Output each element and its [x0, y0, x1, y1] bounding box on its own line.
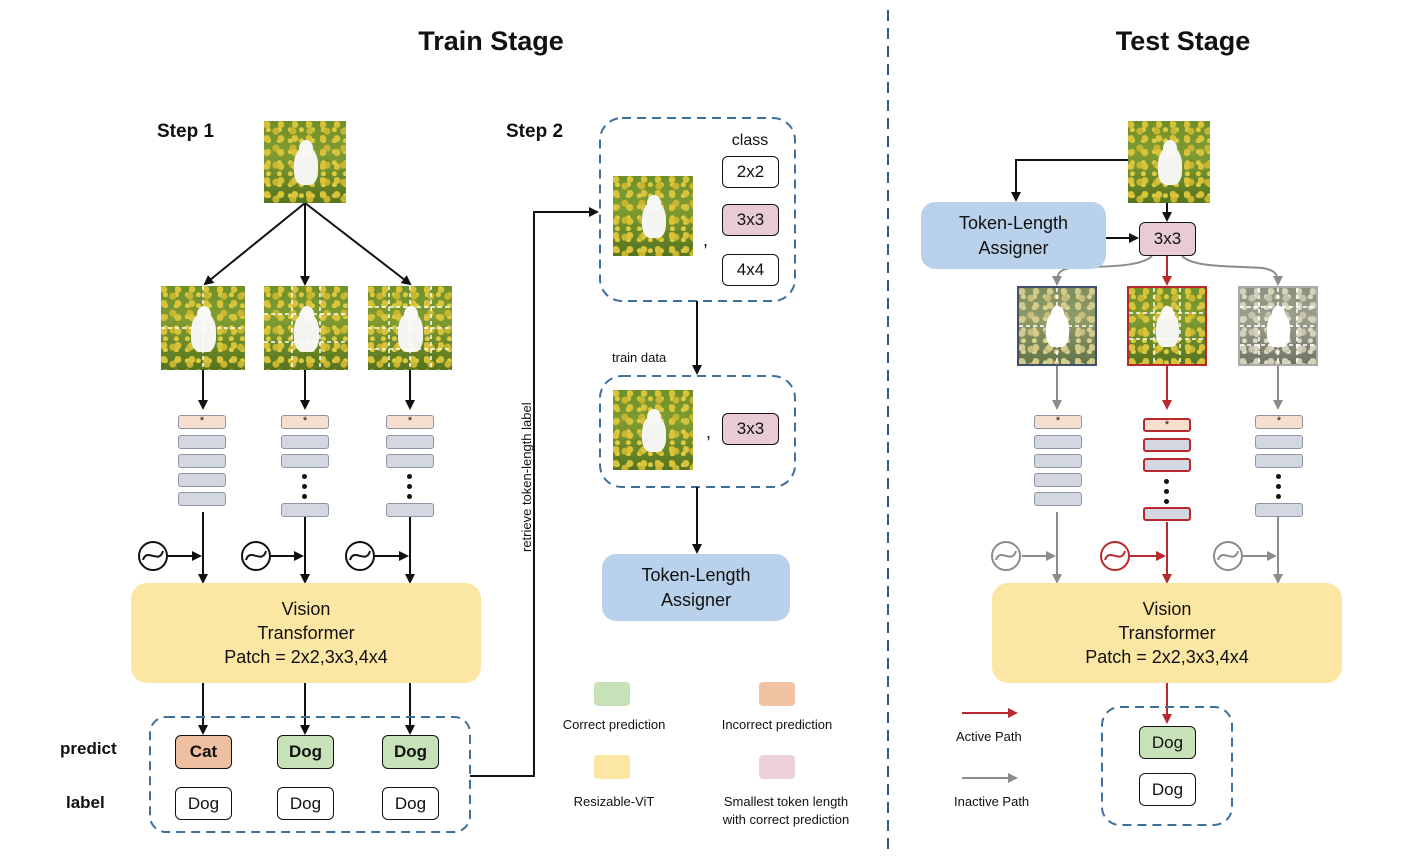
legend-correct: Correct prediction: [562, 717, 666, 732]
class-box: 2x2: [722, 156, 779, 188]
inactive-image-4x4: [1238, 286, 1318, 366]
assigner-line2: Assigner: [660, 589, 732, 610]
vision-transformer-test: Vision Transformer Patch = 2x2,3x3,4x4: [992, 583, 1342, 683]
token: [386, 435, 434, 449]
assigner-line1: Token-Length: [641, 565, 751, 586]
legend-smallest-line2: with correct prediction: [722, 812, 850, 827]
token: [1034, 473, 1082, 487]
step1-label: Step 1: [157, 121, 215, 142]
token: [1034, 454, 1082, 468]
test-stage-title: Test Stage: [1115, 26, 1251, 56]
resize-symbols-test: [991, 541, 1243, 571]
token: [386, 454, 434, 468]
token: [1034, 435, 1082, 449]
test-result-group: [1101, 706, 1233, 826]
prediction-box-correct: Dog: [382, 735, 439, 769]
token: [1255, 435, 1303, 449]
vit-line3: Patch = 2x2,3x3,4x4: [224, 647, 388, 668]
legend-resizable: Resizable-ViT: [573, 794, 655, 809]
legend-incorrect: Incorrect prediction: [721, 717, 833, 732]
legend-swatch-resizable: [594, 755, 630, 779]
token: [1255, 503, 1303, 517]
token-length-assigner-test: Token-Length Assigner: [921, 202, 1106, 269]
class-box-highlighted: 3x3: [722, 204, 779, 236]
label-box: Dog: [277, 787, 334, 820]
token: [178, 435, 226, 449]
token: [1255, 454, 1303, 468]
legend-active-path: Active Path: [956, 729, 1022, 744]
test-source-dog-image: [1128, 121, 1210, 203]
cls-token: *: [178, 415, 226, 429]
token: [178, 454, 226, 468]
token: [281, 503, 329, 517]
train-stage-title: Train Stage: [418, 26, 564, 56]
comma: ,: [703, 230, 709, 250]
class-box: 4x4: [722, 254, 779, 286]
cls-token: *: [1034, 415, 1082, 429]
comma: ,: [706, 422, 712, 442]
test-prediction-box: Dog: [1139, 726, 1196, 759]
patched-image-3x3: [264, 286, 348, 370]
token: [1034, 492, 1082, 506]
step2-label: Step 2: [506, 121, 564, 142]
predict-row-label: predict: [60, 739, 117, 758]
step1-result-group: [149, 716, 471, 833]
cls-token: *: [1255, 415, 1303, 429]
label-box: Dog: [382, 787, 439, 820]
cls-token: *: [281, 415, 329, 429]
legend-swatch-correct: [594, 682, 630, 706]
resize-symbols-step1: [138, 541, 375, 571]
label-row-label: label: [66, 793, 105, 812]
active-image-3x3: [1127, 286, 1207, 366]
patched-image-2x2: [161, 286, 245, 370]
train-data-dog-image: [613, 390, 693, 470]
token: [386, 503, 434, 517]
vit-line2: Transformer: [1118, 622, 1216, 643]
retrieve-arrow: [470, 207, 599, 777]
legend-swatch-smallest: [759, 755, 795, 779]
token: [178, 473, 226, 487]
token-length-assigner-step2: Token-Length Assigner: [602, 554, 790, 621]
token: [1143, 458, 1191, 472]
assigner-line1: Token-Length: [958, 213, 1069, 234]
token: [1143, 507, 1191, 521]
inactive-image-2x2: [1017, 286, 1097, 366]
cls-token: *: [1143, 418, 1191, 432]
token: [1143, 438, 1191, 452]
step2-dog-image: [613, 176, 693, 256]
legend-smallest-line1: Smallest token length: [723, 794, 849, 809]
patched-image-4x4: [368, 286, 452, 370]
train-data-label: train data: [612, 350, 667, 365]
token: [281, 435, 329, 449]
vit-line3: Patch = 2x2,3x3,4x4: [1085, 647, 1249, 668]
vision-transformer-step1: Vision Transformer Patch = 2x2,3x3,4x4: [131, 583, 481, 683]
train-class-box: 3x3: [722, 413, 779, 445]
legend-swatch-incorrect: [759, 682, 795, 706]
test-label-box: Dog: [1139, 773, 1196, 806]
assigned-token-length: 3x3: [1139, 222, 1196, 256]
step1-split-arrows: [168, 202, 415, 735]
vit-line1: Vision: [1142, 598, 1192, 619]
cls-token: *: [386, 415, 434, 429]
vit-line1: Vision: [281, 598, 331, 619]
token: [281, 454, 329, 468]
step2-class-group: [599, 117, 796, 302]
class-header: class: [731, 132, 769, 149]
retrieve-label: retrieve token-length label: [519, 402, 534, 552]
vit-line2: Transformer: [257, 622, 355, 643]
token: [178, 492, 226, 506]
prediction-box-incorrect: Cat: [175, 735, 232, 769]
legend-inactive-path: Inactive Path: [954, 794, 1030, 809]
prediction-box-correct: Dog: [277, 735, 334, 769]
label-box: Dog: [175, 787, 232, 820]
source-dog-image: [264, 121, 346, 203]
assigner-line2: Assigner: [978, 237, 1049, 258]
